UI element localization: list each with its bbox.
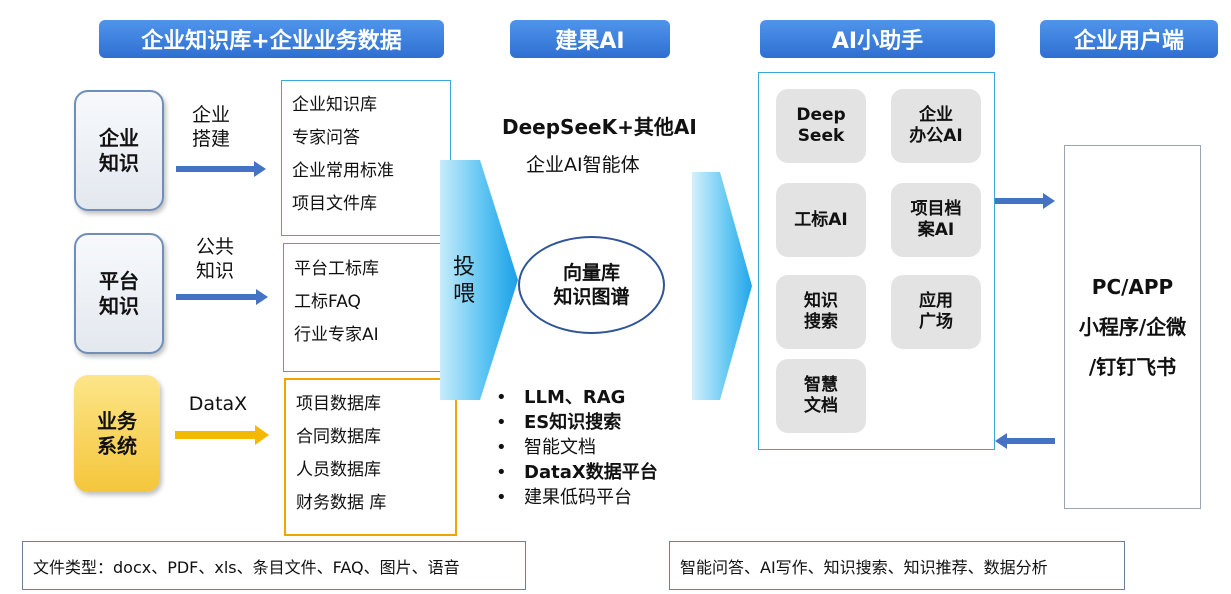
header-enterprise-client: 企业用户端 (1040, 20, 1218, 58)
tile-project-archive-ai[interactable]: 项目档 案AI (891, 183, 981, 257)
list-business-data: 项目数据库 合同数据库 人员数据库 财务数据 库 (284, 378, 457, 536)
arrow-to-client (995, 193, 1055, 209)
file-types-text: 文件类型：docx、PDF、xls、条目文件、FAQ、图片、语音 (33, 557, 460, 577)
list-item: 平台工标库 (294, 259, 379, 279)
tile-standards-ai[interactable]: 工标AI (776, 183, 866, 257)
enterprise-client-box: PC/APP 小程序/企微 /钉钉飞书 (1064, 145, 1201, 509)
source-enterprise-knowledge: 企业 知识 (74, 90, 164, 211)
tile-knowledge-search[interactable]: 知识 搜索 (776, 275, 866, 349)
source-business-system-label: 业务 系统 (97, 408, 137, 458)
tile-deepseek[interactable]: Deep Seek (776, 89, 866, 163)
ellipse-label: 向量库 知识图谱 (553, 262, 630, 308)
tile-smart-docs[interactable]: 智慧 文档 (776, 359, 866, 433)
list-item: 行业专家AI (294, 325, 379, 345)
client-line: PC/APP (1091, 275, 1174, 299)
vector-knowledge-graph-ellipse: 向量库 知识图谱 (518, 236, 665, 334)
list-item: •建果低码平台 (496, 487, 632, 508)
ai-assistant-panel: Deep Seek 企业 办公AI 工标AI 项目档 案AI 知识 搜索 应用 … (758, 72, 995, 450)
label-feed: 投 喂 (452, 255, 475, 307)
list-item: 专家问答 (292, 128, 360, 148)
header-ai-assistant: AI小助手 (760, 20, 995, 58)
list-item: 合同数据库 (296, 427, 381, 447)
arrow-enterprise-build (176, 161, 266, 177)
feed-chevron-arrow (440, 160, 518, 400)
list-item: 企业常用标准 (292, 161, 394, 181)
tile-app-plaza[interactable]: 应用 广场 (891, 275, 981, 349)
list-item: 项目数据库 (296, 394, 381, 414)
label-public-knowledge: 公共 知识 (195, 236, 234, 282)
list-item: •DataX数据平台 (496, 462, 658, 483)
engine-title: DeepSeeK+其他AI (502, 115, 697, 139)
header-jianguo-ai: 建果AI (510, 20, 670, 58)
tile-enterprise-office-ai[interactable]: 企业 办公AI (891, 89, 981, 163)
list-item: 企业知识库 (292, 95, 377, 115)
list-item: •智能文档 (496, 437, 596, 458)
arrow-public-knowledge (176, 289, 268, 305)
list-item: 工标FAQ (294, 292, 361, 312)
list-item: 项目文件库 (292, 194, 377, 214)
engine-subtitle: 企业AI智能体 (526, 154, 640, 176)
source-enterprise-knowledge-label: 企业 知识 (99, 125, 139, 175)
list-platform-knowledge: 平台工标库 工标FAQ 行业专家AI (283, 243, 453, 372)
file-types-note: 文件类型：docx、PDF、xls、条目文件、FAQ、图片、语音 (22, 541, 526, 590)
list-item: •LLM、RAG (496, 387, 626, 408)
engine-feature-list: •LLM、RAG •ES知识搜索 •智能文档 •DataX数据平台 •建果低码平… (496, 385, 658, 510)
label-datax: DataX (188, 393, 248, 415)
list-item: 财务数据 库 (296, 493, 387, 513)
header-knowledge: 企业知识库+企业业务数据 (99, 20, 444, 58)
arrow-from-client (995, 433, 1055, 449)
source-platform-knowledge: 平台 知识 (74, 233, 164, 354)
list-item: 人员数据库 (296, 460, 381, 480)
client-line: 小程序/企微 (1078, 315, 1187, 339)
arrow-datax (175, 425, 269, 445)
features-note: 智能问答、AI写作、知识搜索、知识推荐、数据分析 (669, 541, 1125, 590)
label-enterprise-build: 企业 搭建 (191, 104, 230, 150)
list-item: •ES知识搜索 (496, 412, 622, 433)
list-enterprise-knowledge: 企业知识库 专家问答 企业常用标准 项目文件库 (281, 80, 451, 236)
source-business-system: 业务 系统 (74, 375, 160, 492)
output-chevron-arrow (692, 172, 752, 400)
source-platform-knowledge-label: 平台 知识 (99, 268, 139, 318)
features-text: 智能问答、AI写作、知识搜索、知识推荐、数据分析 (680, 557, 1048, 577)
client-line: /钉钉飞书 (1088, 355, 1177, 379)
